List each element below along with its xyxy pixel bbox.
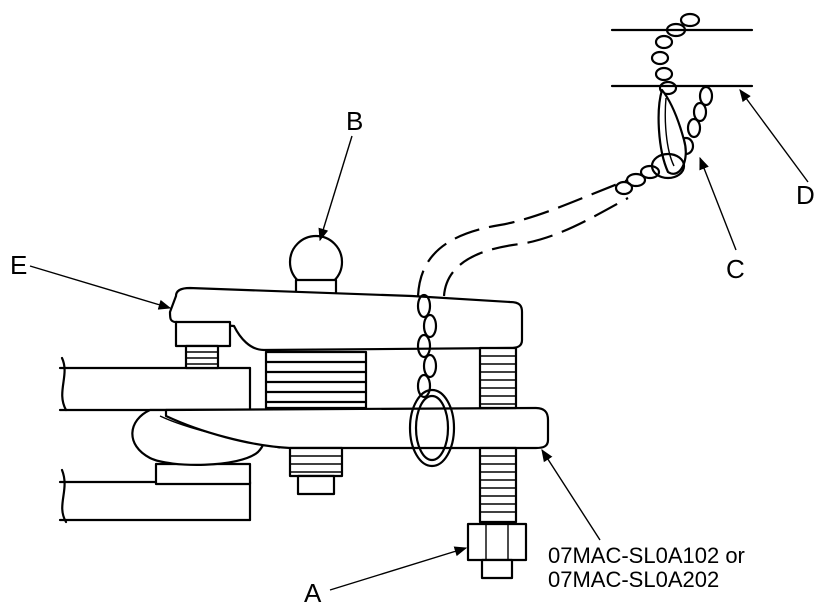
- ball-stud: [288, 234, 344, 296]
- leader-lines: [29, 88, 809, 591]
- suspension-arm: [58, 356, 252, 524]
- callout-b: B: [346, 106, 364, 136]
- leader-e: [29, 265, 172, 310]
- dashed-cord: [416, 178, 629, 297]
- leader-a: [329, 546, 468, 591]
- tool-number-label: 07MAC-SL0A102 or 07MAC-SL0A202: [548, 544, 745, 592]
- callout-a: A: [304, 578, 322, 608]
- callout-c: C: [726, 254, 745, 284]
- hex-nut: [466, 522, 528, 580]
- tool-number-line2: 07MAC-SL0A202: [548, 566, 720, 592]
- tool-chain: [408, 293, 456, 468]
- tool-number-line1: 07MAC-SL0A102 or: [548, 543, 745, 568]
- spring: [264, 350, 368, 410]
- upper-left-nut: [174, 320, 232, 370]
- lower-bolt: [288, 446, 344, 496]
- leader-c: [699, 156, 737, 251]
- leader-b: [318, 135, 353, 242]
- callout-d: D: [796, 180, 815, 210]
- hanging-chain: [610, 12, 754, 196]
- leader-d: [739, 88, 809, 183]
- leader-tool: [541, 448, 601, 541]
- pressure-bolt: [478, 346, 518, 524]
- callout-e: E: [10, 250, 28, 280]
